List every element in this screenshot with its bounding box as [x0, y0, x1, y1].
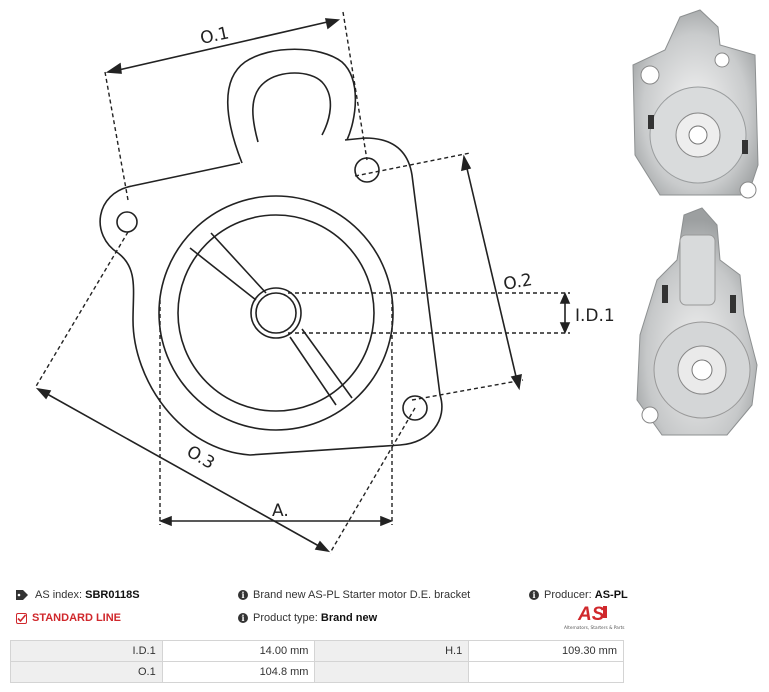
param-label: I.D.1	[10, 640, 163, 662]
param-label: O.1	[10, 661, 163, 683]
table-row: O.1 104.8 mm	[10, 661, 624, 683]
standard-line-badge: STANDARD LINE	[16, 612, 121, 624]
dim-label-id1: I.D.1	[575, 306, 615, 326]
as-index-value: SBR0118S	[85, 589, 140, 601]
svg-text:AS: AS	[577, 604, 605, 625]
technical-drawing: O.1 O.2 I.D.1 O.3 A.	[34, 11, 615, 554]
standard-line-label: STANDARD LINE	[32, 612, 122, 624]
producer-value: AS-PL	[594, 589, 628, 601]
info-icon: i	[238, 590, 248, 600]
flange-outline	[99, 137, 443, 456]
mount-hole-left	[116, 211, 138, 233]
lifting-loop	[227, 48, 357, 164]
bracket-photo-front	[632, 9, 759, 199]
param-value: 104.8 mm	[161, 661, 316, 683]
params-table: I.D.1 14.00 mm H.1 109.30 mm O.1 104.8 m…	[10, 640, 624, 683]
svg-text:Alternators, Starters & Parts: Alternators, Starters & Parts	[564, 625, 625, 631]
param-label	[314, 661, 470, 683]
info-icon: i	[238, 613, 248, 623]
info-icon: i	[529, 590, 539, 600]
lifting-loop-inner	[252, 72, 332, 143]
producer-label: Producer:	[544, 589, 592, 601]
as-index-label: AS index:	[35, 589, 83, 601]
param-value: 109.30 mm	[468, 640, 624, 662]
product-type-value: Brand new	[320, 612, 378, 624]
as-index: AS index: SBR0118S	[16, 589, 140, 601]
bore-cut-lower	[289, 328, 353, 406]
tag-icon	[16, 590, 28, 600]
mount-hole-top-right	[354, 157, 380, 183]
as-pl-logo: AS Alternators, Starters & Parts	[564, 604, 625, 631]
dim-label-o2: O.2	[502, 270, 534, 295]
center-hole-inner	[255, 292, 297, 334]
description: i Brand new AS-PL Starter motor D.E. bra…	[238, 589, 470, 601]
table-row: I.D.1 14.00 mm H.1 109.30 mm	[10, 640, 624, 662]
center-hole-outer	[250, 287, 302, 339]
bracket-photo-back	[636, 207, 758, 436]
checkbox-icon	[16, 612, 27, 624]
producer: i Producer: AS-PL	[529, 589, 628, 601]
dim-label-o3: O.3	[183, 442, 218, 474]
bore-cut-upper	[189, 232, 267, 301]
description-text: Brand new AS-PL Starter motor D.E. brack…	[253, 589, 471, 601]
param-value: 14.00 mm	[161, 640, 316, 662]
product-type-label: Product type:	[253, 612, 318, 624]
mount-hole-bottom-right	[402, 395, 428, 421]
param-label: H.1	[314, 640, 470, 662]
product-type: i Product type: Brand new	[238, 612, 377, 624]
main-bore-outer	[158, 195, 394, 431]
param-value	[468, 661, 624, 683]
dim-label-a: A.	[272, 501, 289, 521]
main-bore-inner	[177, 214, 375, 412]
